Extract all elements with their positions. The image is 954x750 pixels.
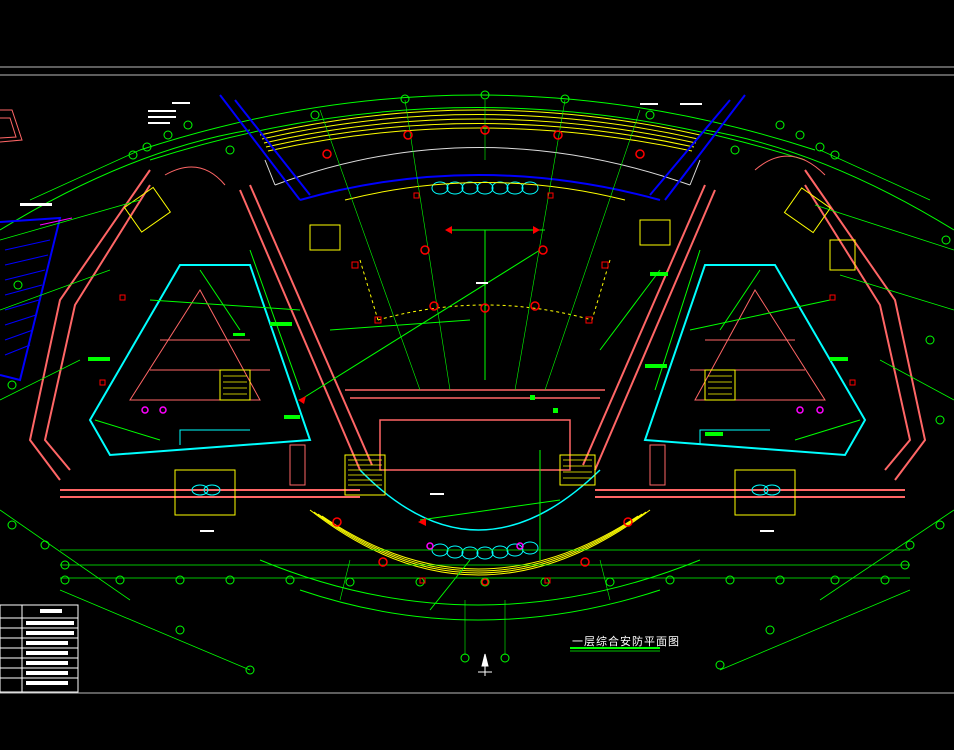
north-arrow-icon (478, 653, 492, 676)
device-labels (88, 272, 848, 436)
axis-arcs (0, 94, 954, 621)
axis-bubbles (7, 90, 951, 675)
entrance-canopy (264, 147, 701, 186)
stairs (123, 186, 856, 496)
magenta-devices (39, 217, 824, 550)
right-wing-walls (582, 169, 927, 498)
central-hall-walls (345, 389, 605, 531)
sheet-frame (0, 66, 954, 694)
radial-axes (319, 99, 641, 655)
red-arrows (298, 226, 540, 526)
left-blue-hatch (4, 239, 51, 356)
camera-icon-group (322, 125, 645, 586)
title-block (0, 604, 79, 693)
seating-arc-top (431, 181, 539, 195)
top-stair-arc (259, 109, 701, 152)
left-arc-feature (164, 166, 226, 186)
cyan-triangle-rooms (88, 264, 867, 457)
drawing-title: 一层综合安防平面图 (572, 634, 680, 648)
title-block-fills (26, 609, 74, 685)
right-arc-feature (754, 155, 826, 176)
annotation-marks (20, 102, 774, 532)
security-wiring (94, 229, 861, 611)
drawing-title-group: 一层综合安防平面图 (570, 634, 680, 652)
left-edge-fragment (0, 109, 23, 143)
stair-treads (223, 375, 732, 486)
blue-boundaries (0, 94, 746, 382)
left-wing-walls (28, 169, 373, 498)
detector-icon-group (99, 192, 856, 584)
bottom-stair-arc (309, 509, 651, 576)
